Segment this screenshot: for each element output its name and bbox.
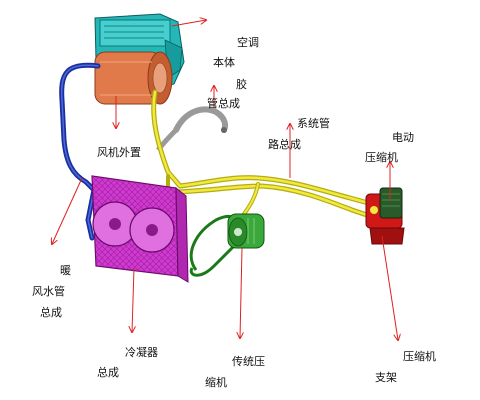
label-system-pipe-2: 路总成 [268, 138, 301, 151]
label-trad-compressor-2: 缩机 [205, 376, 227, 389]
heater-water-pipe [59, 62, 101, 241]
blower-housing [94, 51, 173, 105]
condenser-unit [91, 175, 189, 283]
system-pipes [151, 89, 375, 219]
arrow-bracket [381, 235, 398, 340]
label-e-compressor-2: 压缩机 [365, 151, 398, 164]
label-condenser-1: 冷凝器 [125, 346, 158, 359]
arrow-trad-compressor [240, 247, 242, 338]
label-heater-pipe-1: 暖 [60, 264, 71, 277]
label-condenser-2: 总成 [97, 366, 119, 379]
label-blower: 风机外置 [97, 146, 141, 159]
arrow-ac-body [171, 20, 206, 27]
label-e-compressor-1: 电动 [392, 131, 414, 144]
rubber-hose [173, 106, 228, 133]
label-system-pipe-1: 系统管 [297, 117, 330, 130]
annotation-arrows [52, 20, 398, 340]
traditional-compressor [189, 213, 265, 277]
label-hose-1: 胶 [236, 78, 247, 91]
arrow-heater-pipe [52, 177, 83, 244]
label-heater-pipe-2: 风水管 [32, 285, 65, 298]
label-bracket-2: 支架 [375, 371, 397, 384]
label-trad-compressor-1: 传统压 [232, 355, 265, 368]
label-ac-body-2: 本体 [213, 56, 235, 69]
label-ac-body-1: 空调 [237, 36, 259, 49]
label-heater-pipe-3: 总成 [40, 306, 62, 319]
electric-compressor [365, 187, 405, 245]
arrow-condenser [132, 267, 134, 332]
label-hose-2: 管总成 [207, 97, 240, 110]
label-bracket-1: 压缩机 [403, 350, 436, 363]
